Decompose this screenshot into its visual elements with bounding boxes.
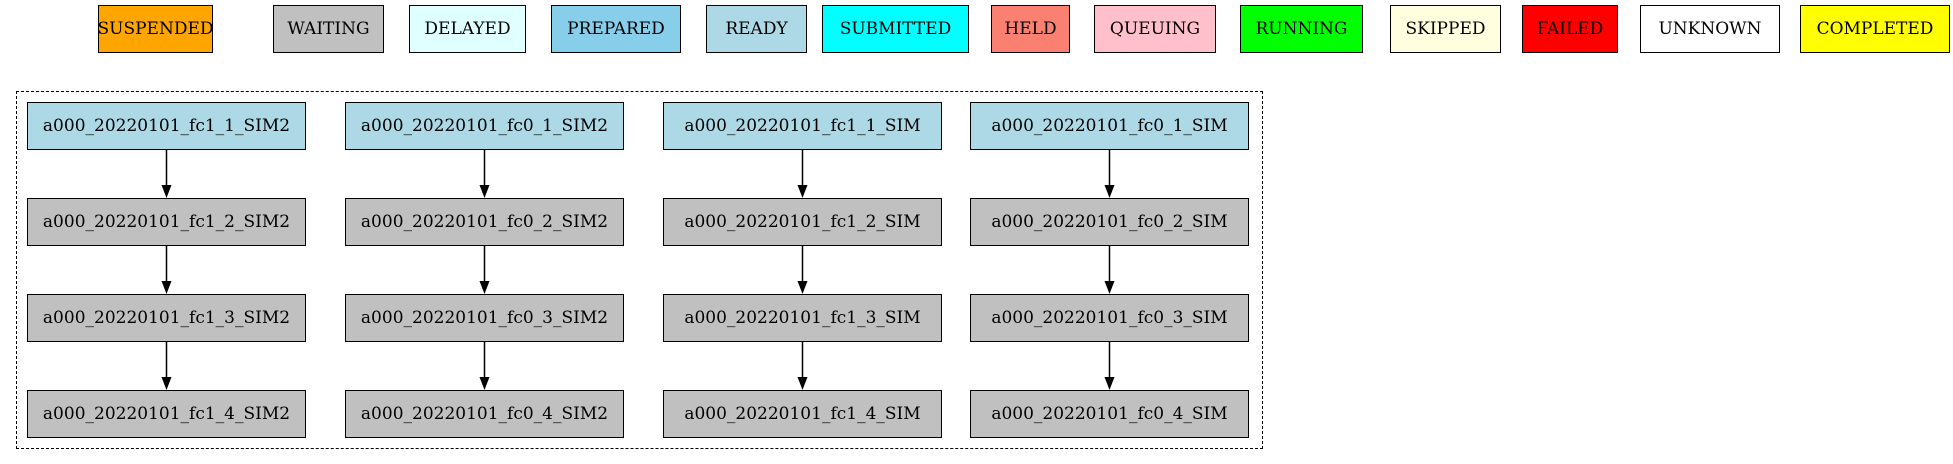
job-node[interactable]: a000_20220101_fc1_2_SIM2 xyxy=(27,198,306,246)
legend-item-unknown: UNKNOWN xyxy=(1640,5,1780,53)
job-node[interactable]: a000_20220101_fc1_3_SIM xyxy=(663,294,942,342)
legend-item-held: HELD xyxy=(991,5,1070,53)
job-node[interactable]: a000_20220101_fc0_1_SIM xyxy=(970,102,1249,150)
job-node[interactable]: a000_20220101_fc1_2_SIM xyxy=(663,198,942,246)
legend-item-delayed: DELAYED xyxy=(409,5,526,53)
job-node[interactable]: a000_20220101_fc0_2_SIM xyxy=(970,198,1249,246)
job-cluster xyxy=(16,91,1263,449)
job-node[interactable]: a000_20220101_fc1_4_SIM xyxy=(663,390,942,438)
job-node[interactable]: a000_20220101_fc1_4_SIM2 xyxy=(27,390,306,438)
job-node[interactable]: a000_20220101_fc0_4_SIM2 xyxy=(345,390,624,438)
job-node[interactable]: a000_20220101_fc1_3_SIM2 xyxy=(27,294,306,342)
legend-item-suspended: SUSPENDED xyxy=(98,5,214,53)
legend-item-completed: COMPLETED xyxy=(1800,5,1950,53)
legend-item-submitted: SUBMITTED xyxy=(822,5,969,53)
legend-item-queuing: QUEUING xyxy=(1094,5,1216,53)
job-node[interactable]: a000_20220101_fc0_1_SIM2 xyxy=(345,102,624,150)
job-node[interactable]: a000_20220101_fc0_2_SIM2 xyxy=(345,198,624,246)
legend-item-waiting: WAITING xyxy=(273,5,384,53)
job-node[interactable]: a000_20220101_fc0_3_SIM xyxy=(970,294,1249,342)
legend-item-skipped: SKIPPED xyxy=(1390,5,1501,53)
legend-item-running: RUNNING xyxy=(1240,5,1363,53)
legend-item-prepared: PREPARED xyxy=(551,5,681,53)
job-node[interactable]: a000_20220101_fc0_3_SIM2 xyxy=(345,294,624,342)
job-node[interactable]: a000_20220101_fc1_1_SIM2 xyxy=(27,102,306,150)
job-node[interactable]: a000_20220101_fc0_4_SIM xyxy=(970,390,1249,438)
legend-item-ready: READY xyxy=(706,5,807,53)
legend-item-failed: FAILED xyxy=(1522,5,1618,53)
job-node[interactable]: a000_20220101_fc1_1_SIM xyxy=(663,102,942,150)
